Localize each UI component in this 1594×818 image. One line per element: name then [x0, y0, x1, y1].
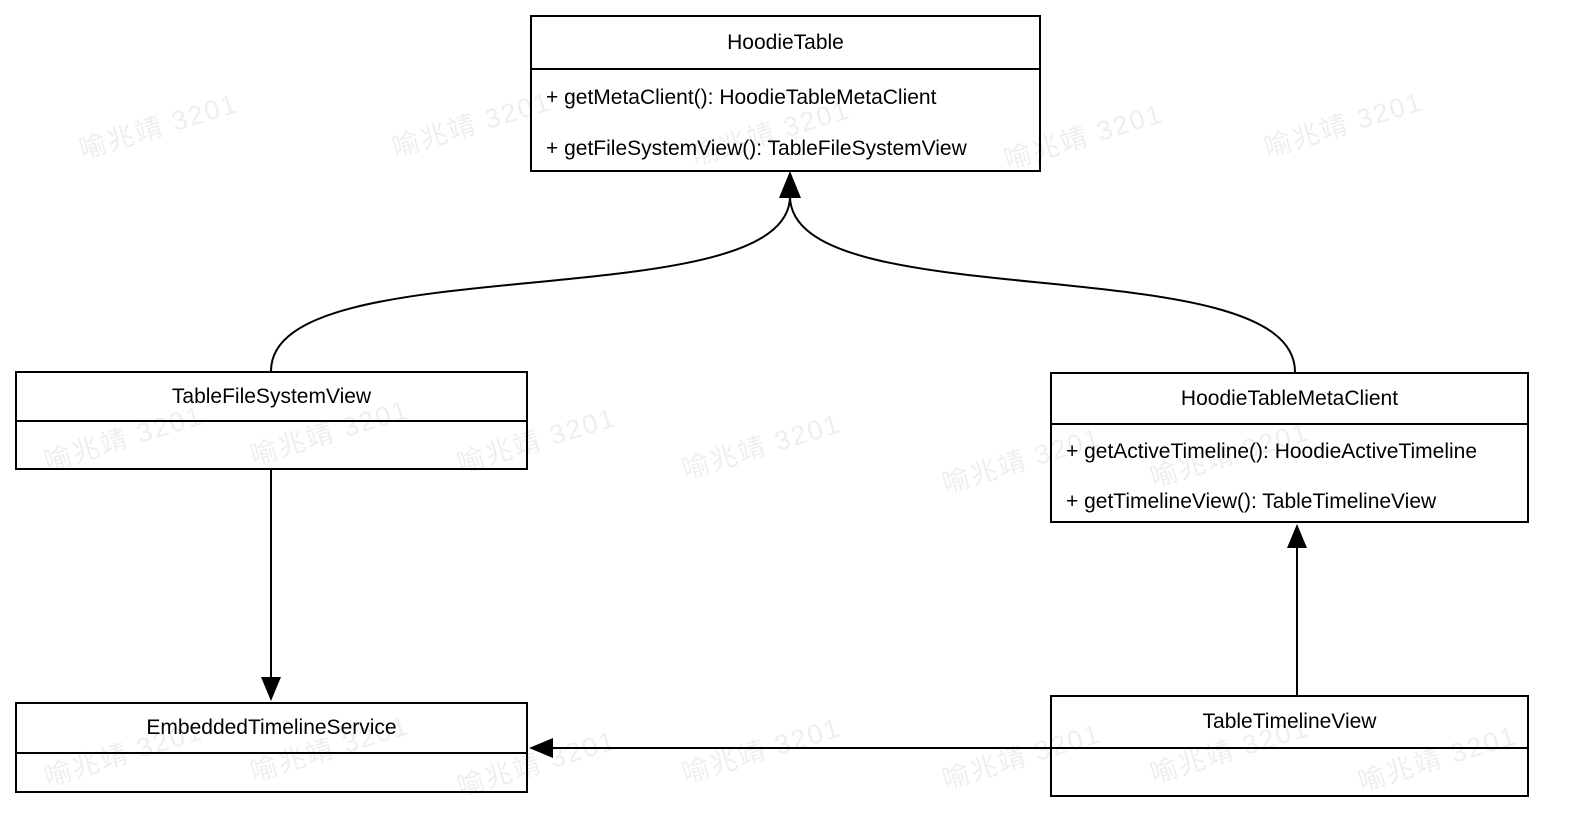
- uml-class-hoodietablemetaclient: HoodieTableMetaClient + getActiveTimelin…: [1050, 372, 1529, 523]
- class-methods-section: + getMetaClient(): HoodieTableMetaClient…: [532, 70, 1039, 174]
- class-title: HoodieTableMetaClient: [1052, 374, 1527, 425]
- class-methods-section: + getActiveTimeline(): HoodieActiveTimel…: [1052, 425, 1527, 527]
- uml-class-tablefilesystemview: TableFileSystemView: [15, 371, 528, 470]
- class-title: TableFileSystemView: [17, 373, 526, 422]
- uml-class-embeddedtimelineservice: EmbeddedTimelineService: [15, 702, 528, 793]
- class-method: + getMetaClient(): HoodieTableMetaClient: [546, 85, 937, 109]
- edge-hoodietablemetaclient-to-hoodietable: [789, 195, 1296, 373]
- arrowhead-to-hoodietablemetaclient-bottom: [1287, 524, 1307, 548]
- arrowhead-to-hoodietable: [779, 171, 801, 198]
- arrowhead-to-embeddedtimelineservice-top: [261, 677, 281, 701]
- arrowhead-to-embeddedtimelineservice-right: [529, 738, 553, 758]
- class-title: TableTimelineView: [1052, 697, 1527, 749]
- class-method: + getFileSystemView(): TableFileSystemVi…: [546, 136, 967, 160]
- class-methods-section: [17, 422, 526, 424]
- uml-class-hoodietable: HoodieTable + getMetaClient(): HoodieTab…: [530, 15, 1041, 172]
- class-methods-section: [1052, 749, 1527, 751]
- class-methods-section: [17, 754, 526, 756]
- class-title: EmbeddedTimelineService: [17, 704, 526, 754]
- uml-class-tabletimelineview: TableTimelineView: [1050, 695, 1529, 797]
- class-method: + getTimelineView(): TableTimelineView: [1066, 490, 1437, 513]
- edge-tablefilesystemview-to-hoodietable: [270, 195, 791, 372]
- class-method: + getActiveTimeline(): HoodieActiveTimel…: [1066, 440, 1478, 463]
- class-title: HoodieTable: [532, 17, 1039, 70]
